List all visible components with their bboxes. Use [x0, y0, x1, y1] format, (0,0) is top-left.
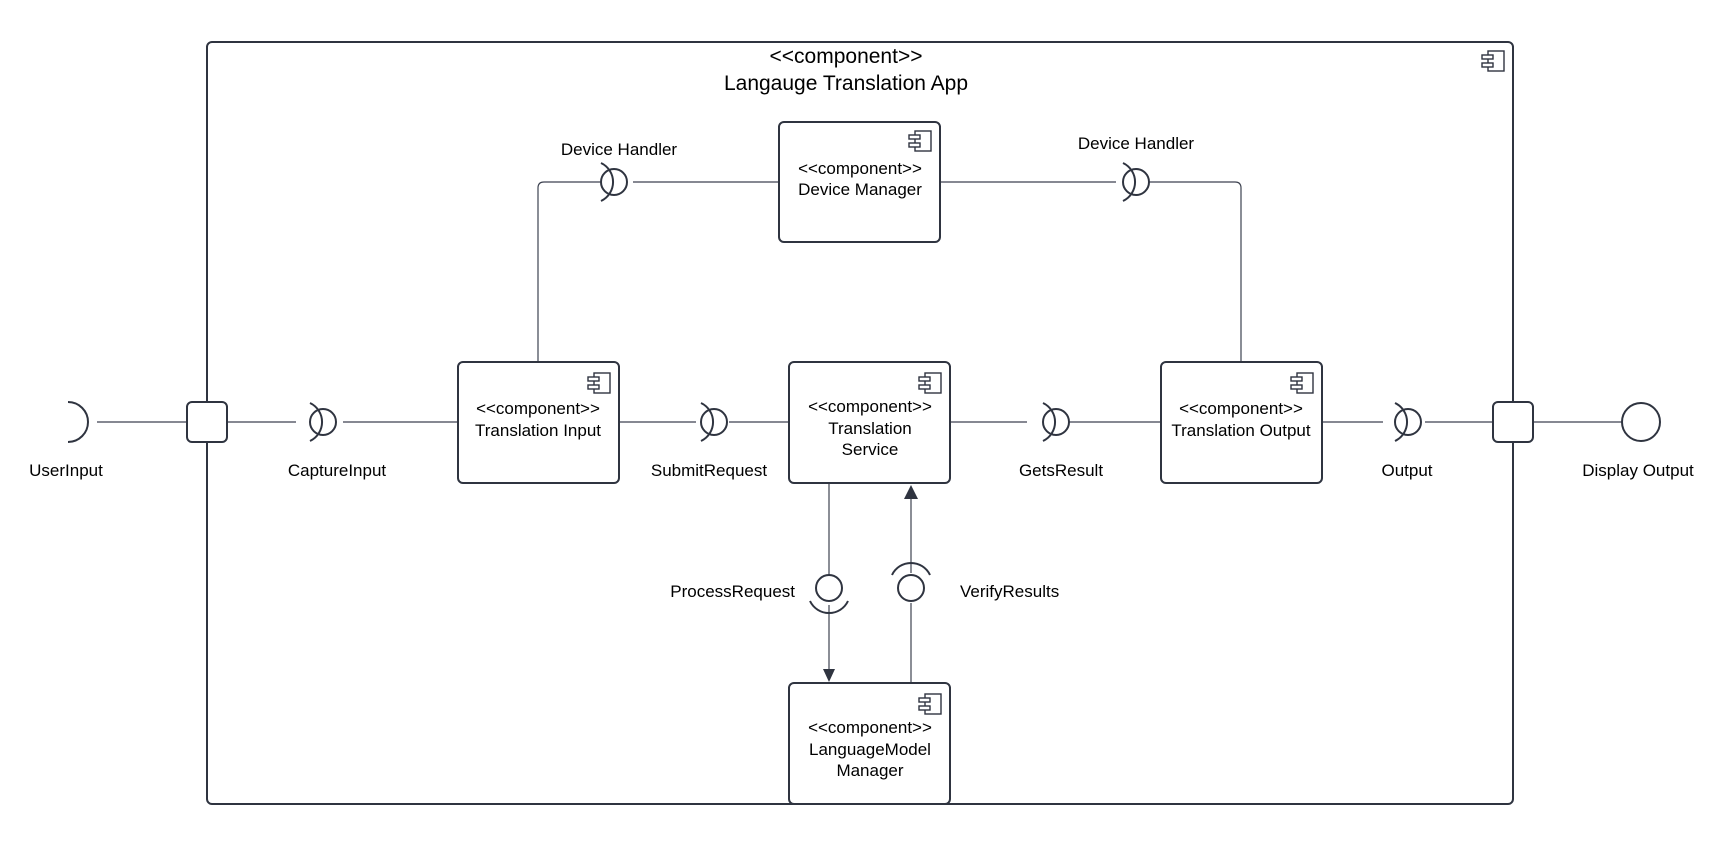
output-label: Output [1381, 461, 1432, 480]
user-input-socket-icon[interactable] [67, 401, 89, 443]
component-icon [1481, 50, 1505, 72]
component-stereotype: <<component>> [798, 159, 922, 178]
component-name-line-1: LanguageModel [809, 740, 931, 759]
device-handler-left-interface-icon[interactable] [600, 162, 628, 202]
language-model-manager-component[interactable]: <<component>> LanguageModel Manager [788, 682, 951, 805]
submit-request-label: SubmitRequest [651, 461, 768, 480]
capture-input-interface-icon[interactable] [309, 402, 337, 442]
component-icon [587, 372, 611, 394]
app-title: Langauge Translation App [724, 72, 968, 95]
component-icon [1290, 372, 1314, 394]
device-handler-right-label: Device Handler [1078, 134, 1195, 153]
user-input-label: UserInput [29, 461, 103, 480]
process-request-label: ProcessRequest [670, 582, 795, 601]
connectors [97, 181, 1624, 683]
arrowhead-down-icon [823, 669, 835, 682]
verify-results-interface-icon[interactable] [891, 562, 931, 602]
output-port[interactable] [1492, 401, 1534, 443]
device-manager-component[interactable]: <<component>> Device Manager [778, 121, 941, 243]
component-icon [908, 130, 932, 152]
component-name: Translation Input [475, 421, 601, 440]
submit-request-interface-icon[interactable] [700, 402, 728, 442]
process-request-interface-icon[interactable] [809, 574, 849, 614]
component-icon [918, 693, 942, 715]
component-stereotype: <<component>> [808, 718, 932, 737]
gets-result-label: GetsResult [1019, 461, 1103, 480]
component-name: Device Manager [798, 180, 922, 199]
input-port[interactable] [186, 401, 228, 443]
component-name-line-2: Manager [836, 761, 903, 780]
component-stereotype: <<component>> [1179, 399, 1303, 418]
device-handler-left-label: Device Handler [561, 140, 678, 159]
gets-result-interface-icon[interactable] [1042, 402, 1070, 442]
component-stereotype: <<component>> [476, 399, 600, 418]
arrowhead-up-icon [904, 485, 918, 499]
component-name: Translation Output [1171, 421, 1310, 440]
translation-output-component[interactable]: <<component>> Translation Output [1160, 361, 1323, 484]
component-stereotype: <<component>> [808, 397, 932, 416]
display-output-ball-icon[interactable] [1621, 402, 1661, 442]
device-handler-right-interface-icon[interactable] [1122, 162, 1150, 202]
app-stereotype: <<component>> [770, 45, 923, 68]
display-output-label: Display Output [1582, 461, 1694, 480]
translation-input-component[interactable]: <<component>> Translation Input [457, 361, 620, 484]
capture-input-label: CaptureInput [288, 461, 387, 480]
component-icon [918, 372, 942, 394]
translation-service-component[interactable]: <<component>> Translation Service [788, 361, 951, 484]
component-name-line-2: Service [842, 440, 899, 459]
component-name-line-1: Translation [828, 419, 911, 438]
verify-results-label: VerifyResults [960, 582, 1059, 601]
output-interface-icon[interactable] [1394, 402, 1422, 442]
